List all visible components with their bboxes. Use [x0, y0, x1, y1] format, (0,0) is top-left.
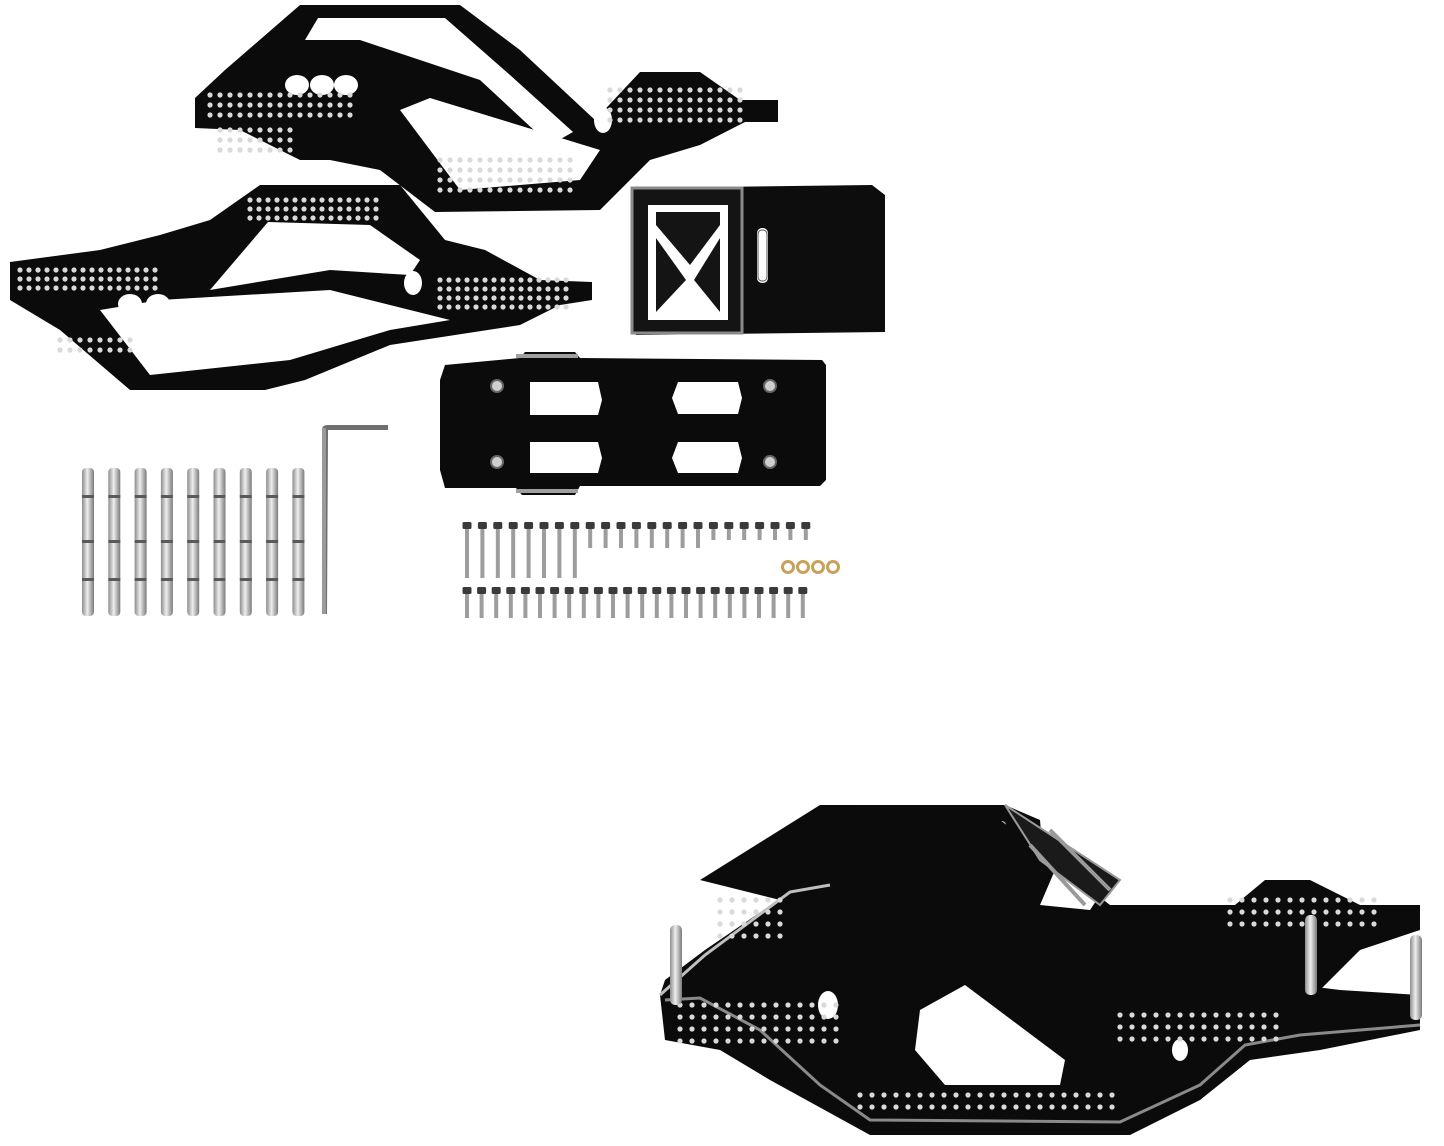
screw [652, 587, 662, 618]
link-pin [187, 468, 200, 616]
screw [585, 522, 595, 548]
screw [693, 522, 703, 548]
link-pin [82, 468, 94, 616]
screw [662, 522, 672, 548]
screw [462, 587, 472, 618]
link-pin [266, 468, 279, 616]
screw [616, 522, 626, 548]
screw [491, 587, 501, 618]
screw [724, 522, 734, 540]
screw [801, 522, 811, 540]
screw [785, 522, 795, 540]
screw [564, 587, 574, 618]
link-pin [134, 468, 147, 616]
screw [593, 587, 603, 618]
screw [755, 522, 765, 540]
screw [462, 522, 472, 578]
screw [524, 522, 534, 578]
side-rail-lower [10, 185, 592, 390]
link-pin [108, 468, 121, 616]
screw [601, 522, 611, 548]
link-pin [213, 468, 226, 616]
screw [493, 522, 503, 578]
screw [708, 522, 718, 540]
screw [508, 522, 518, 578]
screw [798, 587, 808, 618]
screws-top-row [462, 522, 811, 578]
screw [754, 587, 764, 618]
link-pin [239, 468, 252, 616]
skid-plate [630, 185, 885, 335]
brass-washers [781, 560, 840, 574]
screw [783, 587, 793, 618]
screw [739, 522, 749, 540]
screw [550, 587, 560, 618]
washer [826, 560, 840, 574]
screw [535, 587, 545, 618]
screw [554, 522, 564, 578]
screw [631, 522, 641, 548]
hex-key [322, 425, 388, 614]
washer [781, 560, 795, 574]
screw [725, 587, 735, 618]
screw [477, 587, 487, 618]
screw [681, 587, 691, 618]
screw [570, 522, 580, 578]
link-pin [292, 468, 305, 616]
side-rail-upper [195, 5, 778, 212]
screw [637, 587, 647, 618]
washer [811, 560, 825, 574]
screw [623, 587, 633, 618]
screw [739, 587, 749, 618]
screw [608, 587, 618, 618]
screw [769, 587, 779, 618]
screw [710, 587, 720, 618]
kit-layout [10, 5, 885, 618]
washer [796, 560, 810, 574]
link-pins [82, 468, 305, 616]
screw [647, 522, 657, 548]
screw [696, 587, 706, 618]
screw [579, 587, 589, 618]
screws-bottom-row [462, 587, 808, 618]
screw [520, 587, 530, 618]
screw [666, 587, 676, 618]
screw [477, 522, 487, 578]
assembled-chassis [659, 804, 1422, 1135]
screw [678, 522, 688, 548]
screw [506, 587, 516, 618]
screw [770, 522, 780, 540]
electronics-plate [440, 352, 826, 495]
screw [539, 522, 549, 578]
link-pin [160, 468, 173, 616]
